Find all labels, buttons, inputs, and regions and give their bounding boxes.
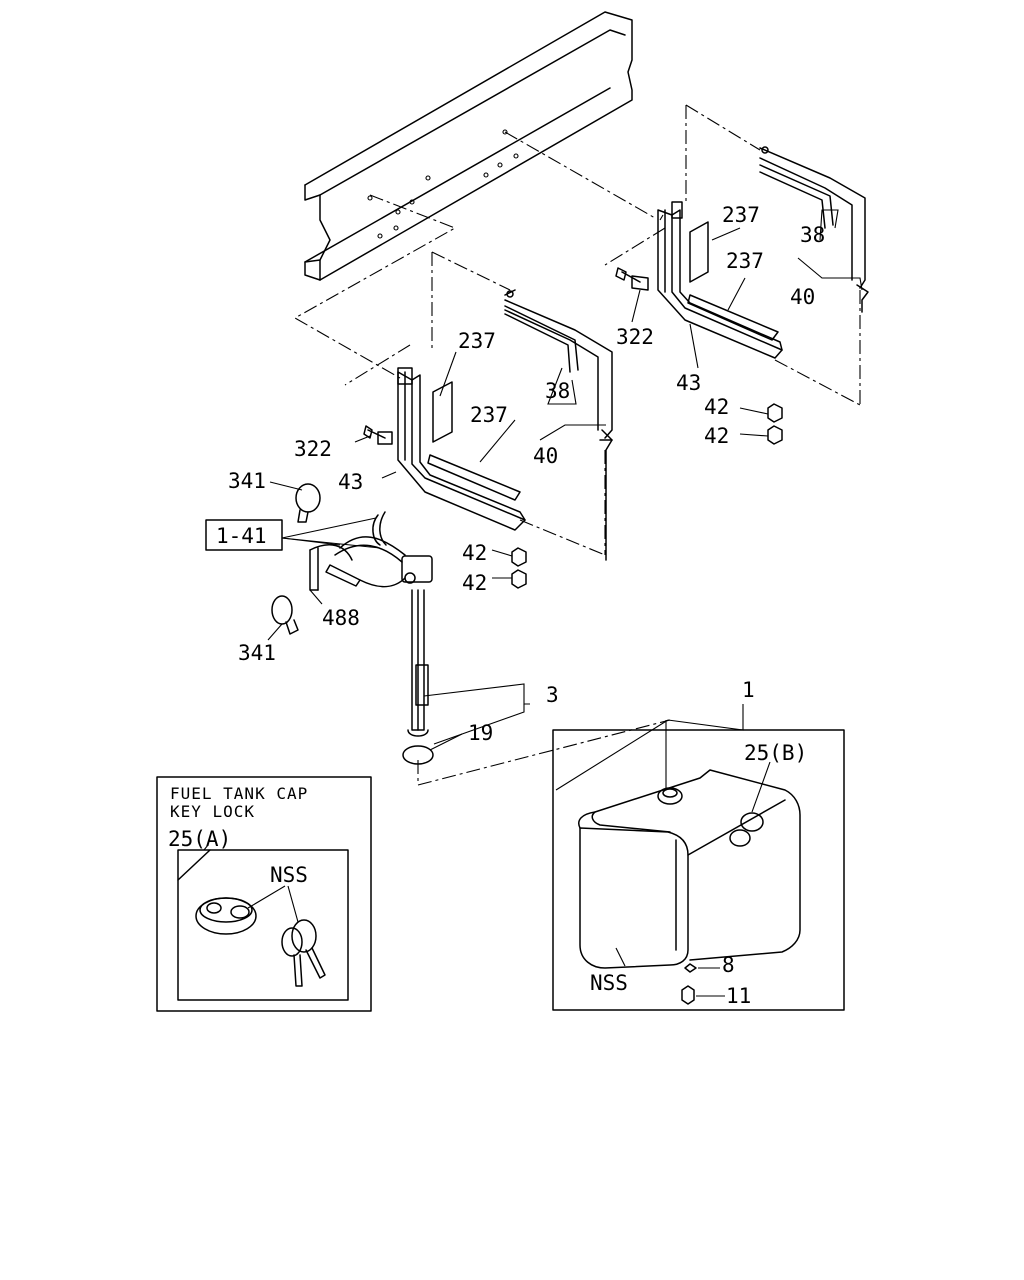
key-lock-inset <box>156 776 372 1012</box>
label-8: 8 <box>722 953 735 977</box>
bolt-322-right <box>615 267 649 291</box>
label-341: 341 <box>238 641 276 665</box>
label-322: 322 <box>294 437 332 461</box>
inset-title-line2: KEY LOCK <box>170 802 255 821</box>
label-3: 3 <box>546 683 559 707</box>
reference-box-1-41: 1-41 <box>205 519 283 551</box>
label-322: 322 <box>616 325 654 349</box>
label-19: 19 <box>468 721 493 745</box>
callout-labels: 237 38 237 40 322 43 341 1-41 488 341 42… <box>168 203 825 1008</box>
label-237: 237 <box>470 403 508 427</box>
label-25a: 25(A) <box>168 827 231 851</box>
label-11: 11 <box>726 984 751 1008</box>
label-nss-tank: NSS <box>590 971 628 995</box>
gasket-19 <box>402 745 434 765</box>
label-42: 42 <box>462 541 487 565</box>
label-nss-key: NSS <box>270 863 308 887</box>
frame-rail <box>304 11 633 281</box>
label-40: 40 <box>790 285 815 309</box>
clip-341-upper <box>295 483 321 523</box>
clip-341-lower <box>271 595 299 635</box>
label-237: 237 <box>726 249 764 273</box>
inset-title-line1: FUEL TANK CAP <box>170 784 308 803</box>
right-bracket <box>657 146 869 359</box>
label-488: 488 <box>322 606 360 630</box>
label-1-41: 1-41 <box>216 524 267 548</box>
nut-42-right <box>767 403 783 445</box>
label-237: 237 <box>722 203 760 227</box>
label-43: 43 <box>676 371 701 395</box>
label-38: 38 <box>545 379 570 403</box>
label-43: 43 <box>338 470 363 494</box>
label-38: 38 <box>800 223 825 247</box>
fuel-gauge-sender <box>309 511 433 737</box>
label-42: 42 <box>704 395 729 419</box>
label-42: 42 <box>462 571 487 595</box>
nut-42-left <box>511 547 527 589</box>
bolt-322-left <box>363 425 393 445</box>
label-42: 42 <box>704 424 729 448</box>
callout-leaders <box>203 209 863 997</box>
label-25b: 25(B) <box>744 741 807 765</box>
label-40: 40 <box>533 444 558 468</box>
label-1: 1 <box>742 678 755 702</box>
fuel-tank-panel <box>552 729 845 1011</box>
label-341: 341 <box>228 469 266 493</box>
assembly-leader-lines <box>293 104 861 786</box>
label-237: 237 <box>458 329 496 353</box>
left-bracket <box>397 289 613 561</box>
